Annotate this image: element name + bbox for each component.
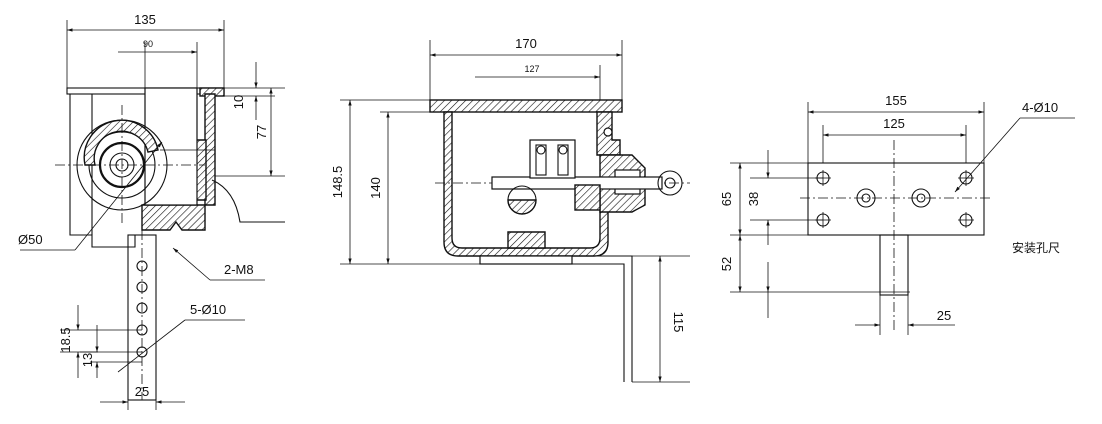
dim-170: 170 bbox=[515, 36, 537, 51]
caption-mounting-holes: 安装孔尺 bbox=[1012, 240, 1060, 255]
dim-25-left: 25 bbox=[135, 384, 149, 399]
dim-115: 115 bbox=[671, 312, 686, 333]
dim-d50: Ø50 bbox=[18, 232, 43, 247]
dim-25-right: 25 bbox=[937, 308, 951, 323]
dim-125: 125 bbox=[883, 116, 905, 131]
dim-155: 155 bbox=[885, 93, 907, 108]
dim-148-5: 148.5 bbox=[330, 166, 345, 199]
dim-5-d10: 5-Ø10 bbox=[190, 302, 226, 317]
dim-2-m8: 2-M8 bbox=[224, 262, 254, 277]
dim-4-d10: 4-Ø10 bbox=[1022, 100, 1058, 115]
middle-view: 170 127 148.5 bbox=[330, 36, 690, 383]
dim-10: 10 bbox=[231, 95, 246, 109]
right-view: 155 125 4-Ø10 65 38 bbox=[719, 93, 1075, 335]
dim-38: 38 bbox=[746, 192, 761, 206]
dim-90: 90 bbox=[143, 39, 153, 49]
left-view: 135 90 bbox=[18, 12, 285, 410]
dim-65: 65 bbox=[719, 192, 734, 206]
dim-127: 127 bbox=[524, 64, 539, 74]
dim-77: 77 bbox=[254, 125, 269, 139]
dim-52: 52 bbox=[719, 257, 734, 271]
dim-18-5: 18.5 bbox=[58, 327, 73, 352]
dim-13: 13 bbox=[80, 353, 95, 367]
dim-140: 140 bbox=[368, 177, 383, 199]
dim-135: 135 bbox=[134, 12, 156, 27]
